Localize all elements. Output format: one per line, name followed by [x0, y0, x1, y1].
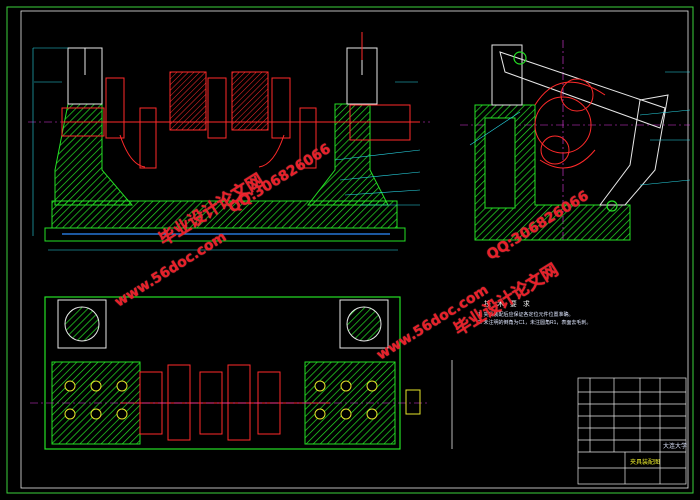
title-block [577, 377, 687, 485]
tech-requirement-line-1: 1. 夹具装配后应保证各定位元件位置准确。 [478, 312, 574, 318]
drawing-name: 夹具装配图 [630, 460, 661, 466]
tech-requirement-line-2: 2. 未注明的倒角为C1，未注圆角R1，表面去毛刺。 [478, 320, 592, 326]
side-view [460, 40, 691, 241]
school-name: 大连大学 [663, 444, 688, 450]
outer-border [6, 6, 694, 494]
inner-border [20, 10, 689, 489]
tech-requirements-title: 技 术 要 求 [484, 301, 532, 308]
front-view [28, 32, 430, 251]
top-view [30, 296, 453, 450]
